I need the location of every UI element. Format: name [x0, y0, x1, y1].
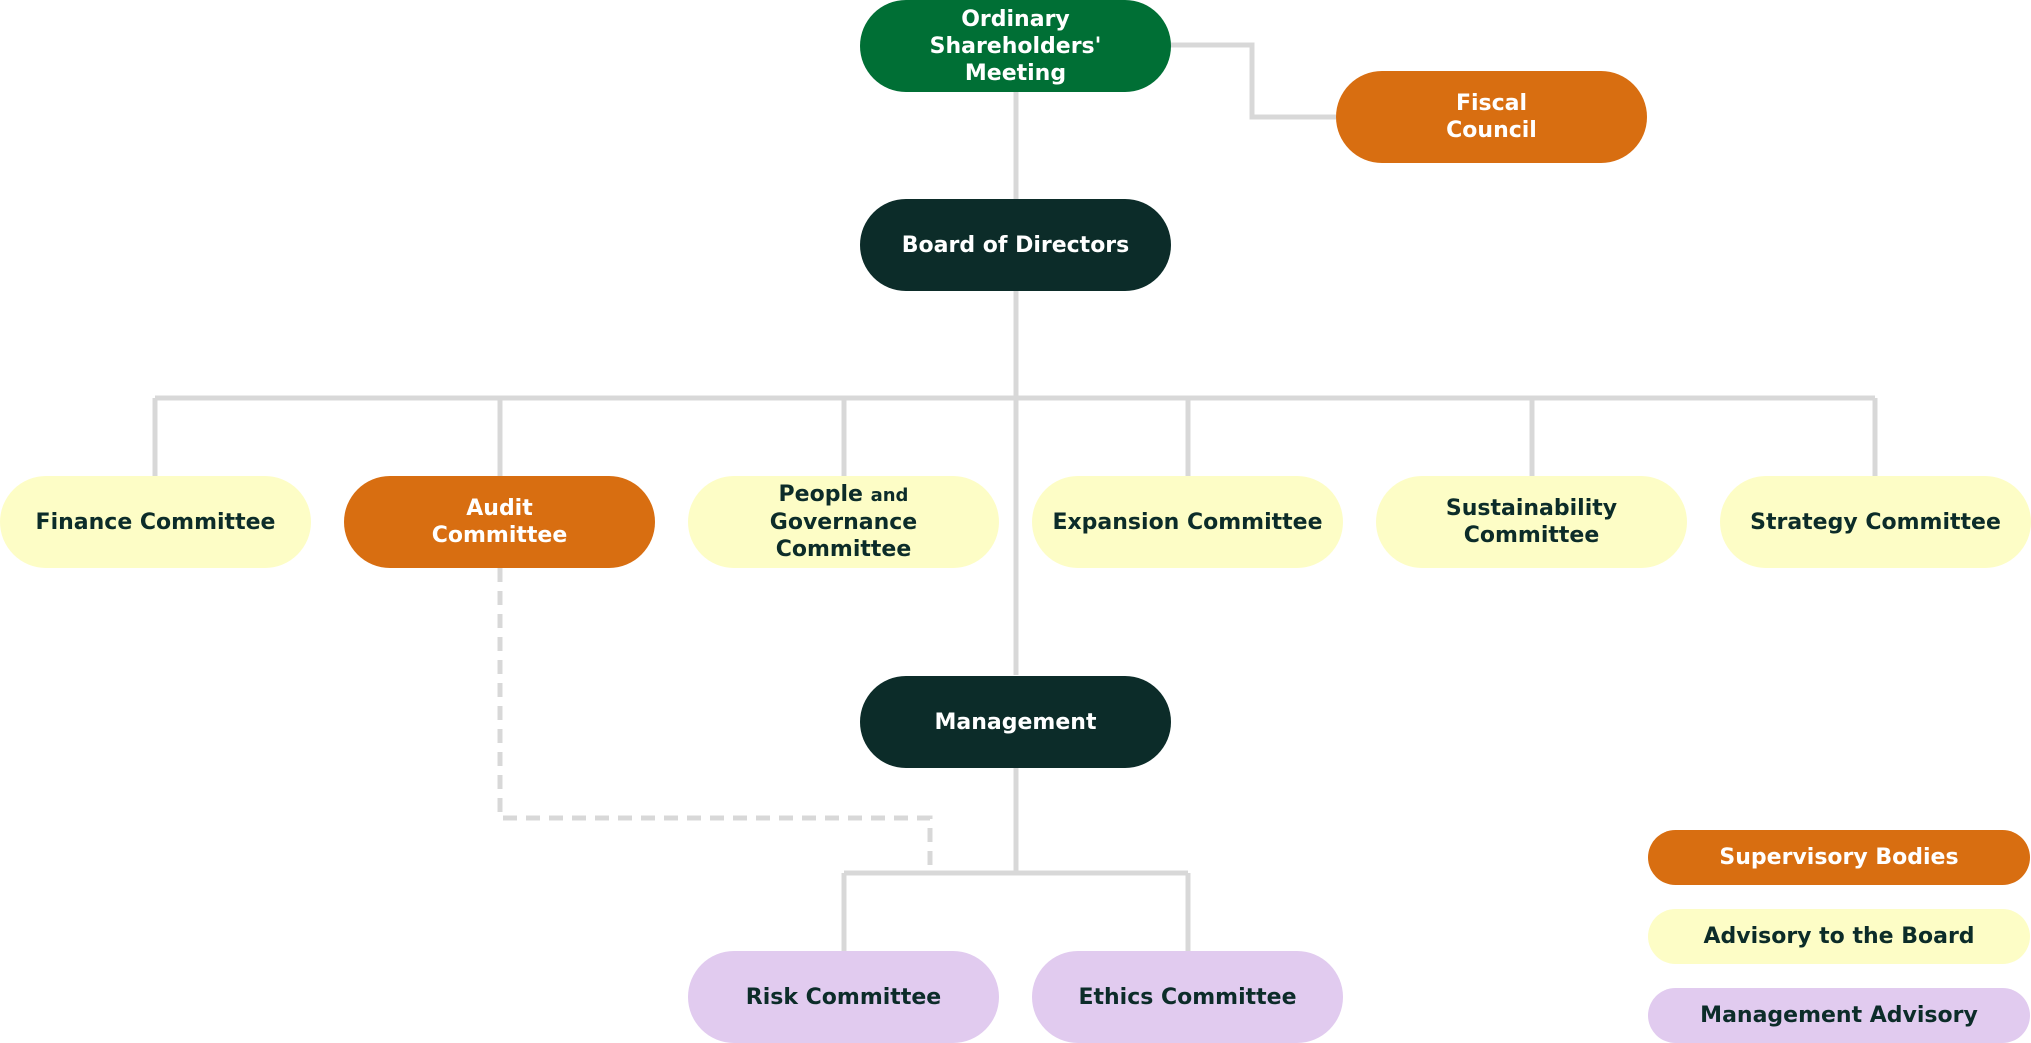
- node-shareholders-meeting: Ordinary Shareholders' Meeting: [860, 0, 1171, 92]
- legend-supervisory-bodies: Supervisory Bodies: [1648, 830, 2030, 885]
- node-fiscal-council: Fiscal Council: [1336, 71, 1647, 163]
- node-management: Management: [860, 676, 1171, 768]
- connector-audit-dashed: [497, 568, 933, 873]
- node-people-governance-committee: People and Governance Committee: [688, 476, 999, 568]
- people-label-part: People: [778, 482, 871, 507]
- legend-management-advisory: Management Advisory: [1648, 988, 2030, 1043]
- node-strategy-committee: Strategy Committee: [1720, 476, 2031, 568]
- node-sustainability-committee: Sustainability Committee: [1376, 476, 1687, 568]
- node-audit-committee: Audit Committee: [344, 476, 655, 568]
- node-finance-committee: Finance Committee: [0, 476, 311, 568]
- and-label-part: and: [870, 485, 909, 506]
- governance-label-part: Governance Committee: [769, 510, 918, 562]
- node-board-of-directors: Board of Directors: [860, 199, 1171, 291]
- people-governance-label: People and Governance Committee: [706, 481, 981, 563]
- connector-shareholders-to-fiscal-council: [1170, 42, 1336, 120]
- legend-advisory-to-board: Advisory to the Board: [1648, 909, 2030, 964]
- node-risk-committee: Risk Committee: [688, 951, 999, 1043]
- node-expansion-committee: Expansion Committee: [1032, 476, 1343, 568]
- node-ethics-committee: Ethics Committee: [1032, 951, 1343, 1043]
